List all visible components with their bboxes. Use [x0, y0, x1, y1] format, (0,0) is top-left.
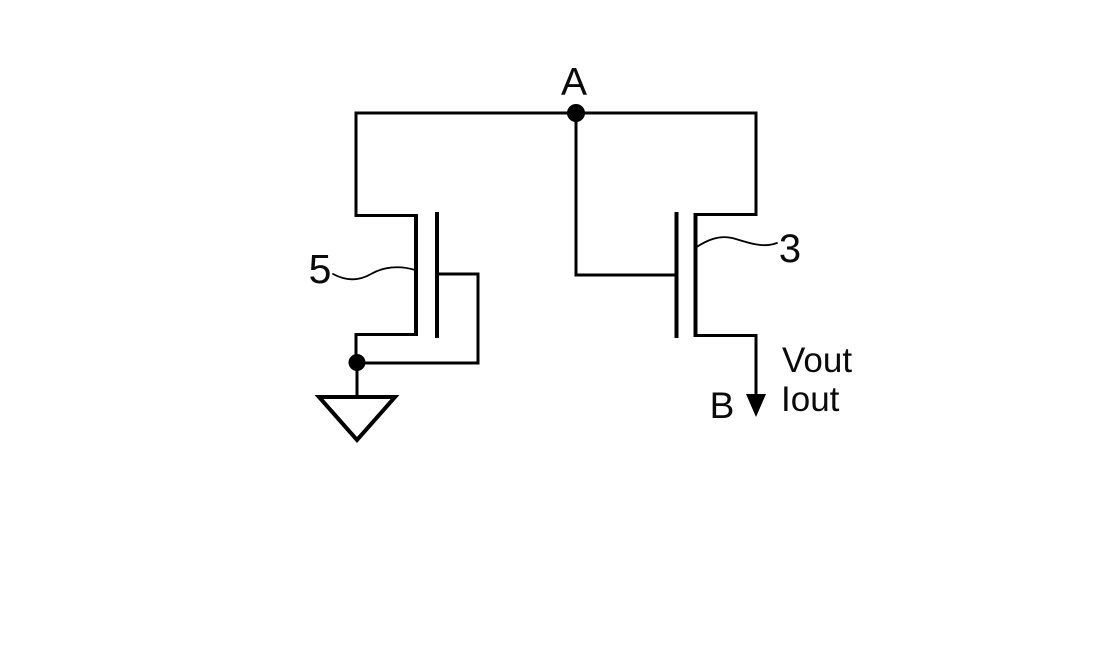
top-rail-group: [354, 111, 758, 217]
t3-gate-branch-wire: [574, 112, 676, 277]
ground: [314, 354, 400, 444]
ref-5-label: 5: [309, 246, 332, 292]
transistor-5: 5: [309, 212, 480, 365]
t5-gate-lead-wire: [437, 272, 480, 363]
ref-5-leader-line: [332, 266, 416, 281]
ground-triangle-icon: [314, 395, 400, 444]
vout-label: Vout: [782, 341, 852, 380]
node-a-label: A: [561, 61, 587, 104]
output-arrow-icon: [746, 394, 766, 417]
ref-3-label: 3: [779, 227, 801, 271]
transistor-3: 3: [574, 112, 801, 338]
node-b-label: B: [710, 385, 735, 426]
output: B Vout Iout: [710, 334, 852, 426]
iout-label: Iout: [781, 380, 840, 419]
ref-3-leader-line: [694, 236, 778, 249]
